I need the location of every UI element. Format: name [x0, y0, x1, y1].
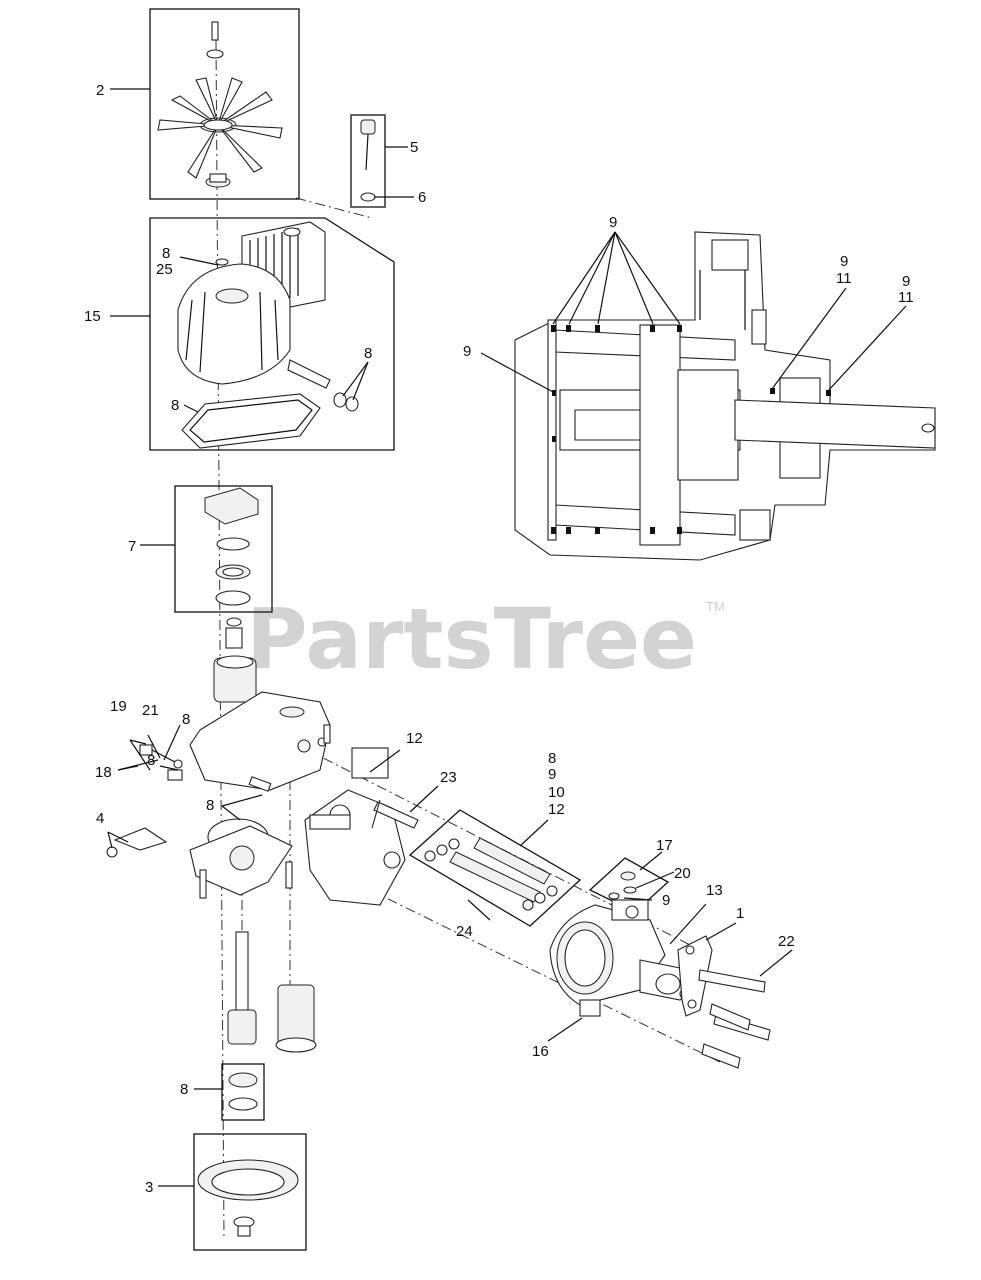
- seal-group: [221, 1063, 265, 1121]
- callout-1: 1: [736, 905, 744, 922]
- center-section-parts: [106, 617, 331, 1053]
- callout-19: 19: [110, 698, 127, 715]
- callout-22: 22: [778, 933, 795, 950]
- callout-12-bracket: 12: [406, 730, 423, 747]
- callout-18: 18: [95, 764, 112, 781]
- callout-labels: 2 5 6 8 25 15 8 8 7 9 9 11 9 11 9 19 21 …: [84, 82, 914, 1196]
- callout-8-housing-right: 8: [364, 345, 372, 362]
- callout-9-valve: 9: [662, 892, 670, 909]
- callout-8-relief: 8: [182, 711, 190, 728]
- callout-20: 20: [674, 865, 691, 882]
- callout-8-plug: 8: [147, 752, 155, 769]
- callout-4: 4: [96, 810, 104, 827]
- callout-6: 6: [418, 189, 426, 206]
- callout-10: 10: [548, 784, 565, 801]
- callout-11-section-mid: 11: [836, 270, 852, 287]
- callout-8-oring: 8: [206, 797, 214, 814]
- callout-9-section-mid: 9: [840, 253, 848, 270]
- callout-8-kit: 8: [548, 750, 556, 767]
- callout-13: 13: [706, 882, 723, 899]
- callout-2: 2: [96, 82, 104, 99]
- callout-7: 7: [128, 538, 136, 555]
- callout-25: 25: [156, 261, 173, 278]
- callout-8-gasket: 8: [171, 397, 179, 414]
- callout-15: 15: [84, 308, 101, 325]
- cross-section-view: [514, 231, 936, 561]
- callout-21: 21: [142, 702, 159, 719]
- fill-cap-group: [350, 114, 386, 208]
- callout-12-kit: 12: [548, 801, 565, 818]
- wheel-motor-housing: [549, 899, 771, 1069]
- callout-5: 5: [410, 139, 418, 156]
- callout-8-housing-top: 8: [162, 245, 170, 262]
- callout-23: 23: [440, 769, 457, 786]
- callout-24: 24: [456, 923, 473, 940]
- fan-blades-icon: [157, 77, 283, 179]
- callout-9-section-right: 9: [902, 273, 910, 290]
- callout-3: 3: [145, 1179, 153, 1196]
- pulley-group: [193, 1133, 307, 1251]
- callout-9-section-left: 9: [463, 343, 471, 360]
- callout-11-section-right: 11: [898, 289, 914, 306]
- thrust-bearing-group: [174, 485, 273, 613]
- fan-assembly-group: [149, 8, 300, 200]
- watermark-trademark: TM: [706, 599, 725, 614]
- seal-kit-group: [408, 809, 582, 927]
- motor-housing: [304, 747, 419, 906]
- callout-17: 17: [656, 837, 673, 854]
- housing-group: [149, 217, 395, 451]
- callout-9-section-top: 9: [609, 214, 617, 231]
- callout-9-kit: 9: [548, 766, 556, 783]
- watermark-text: PartsTree: [246, 590, 697, 688]
- callout-16: 16: [532, 1043, 549, 1060]
- callout-8-seal: 8: [180, 1081, 188, 1098]
